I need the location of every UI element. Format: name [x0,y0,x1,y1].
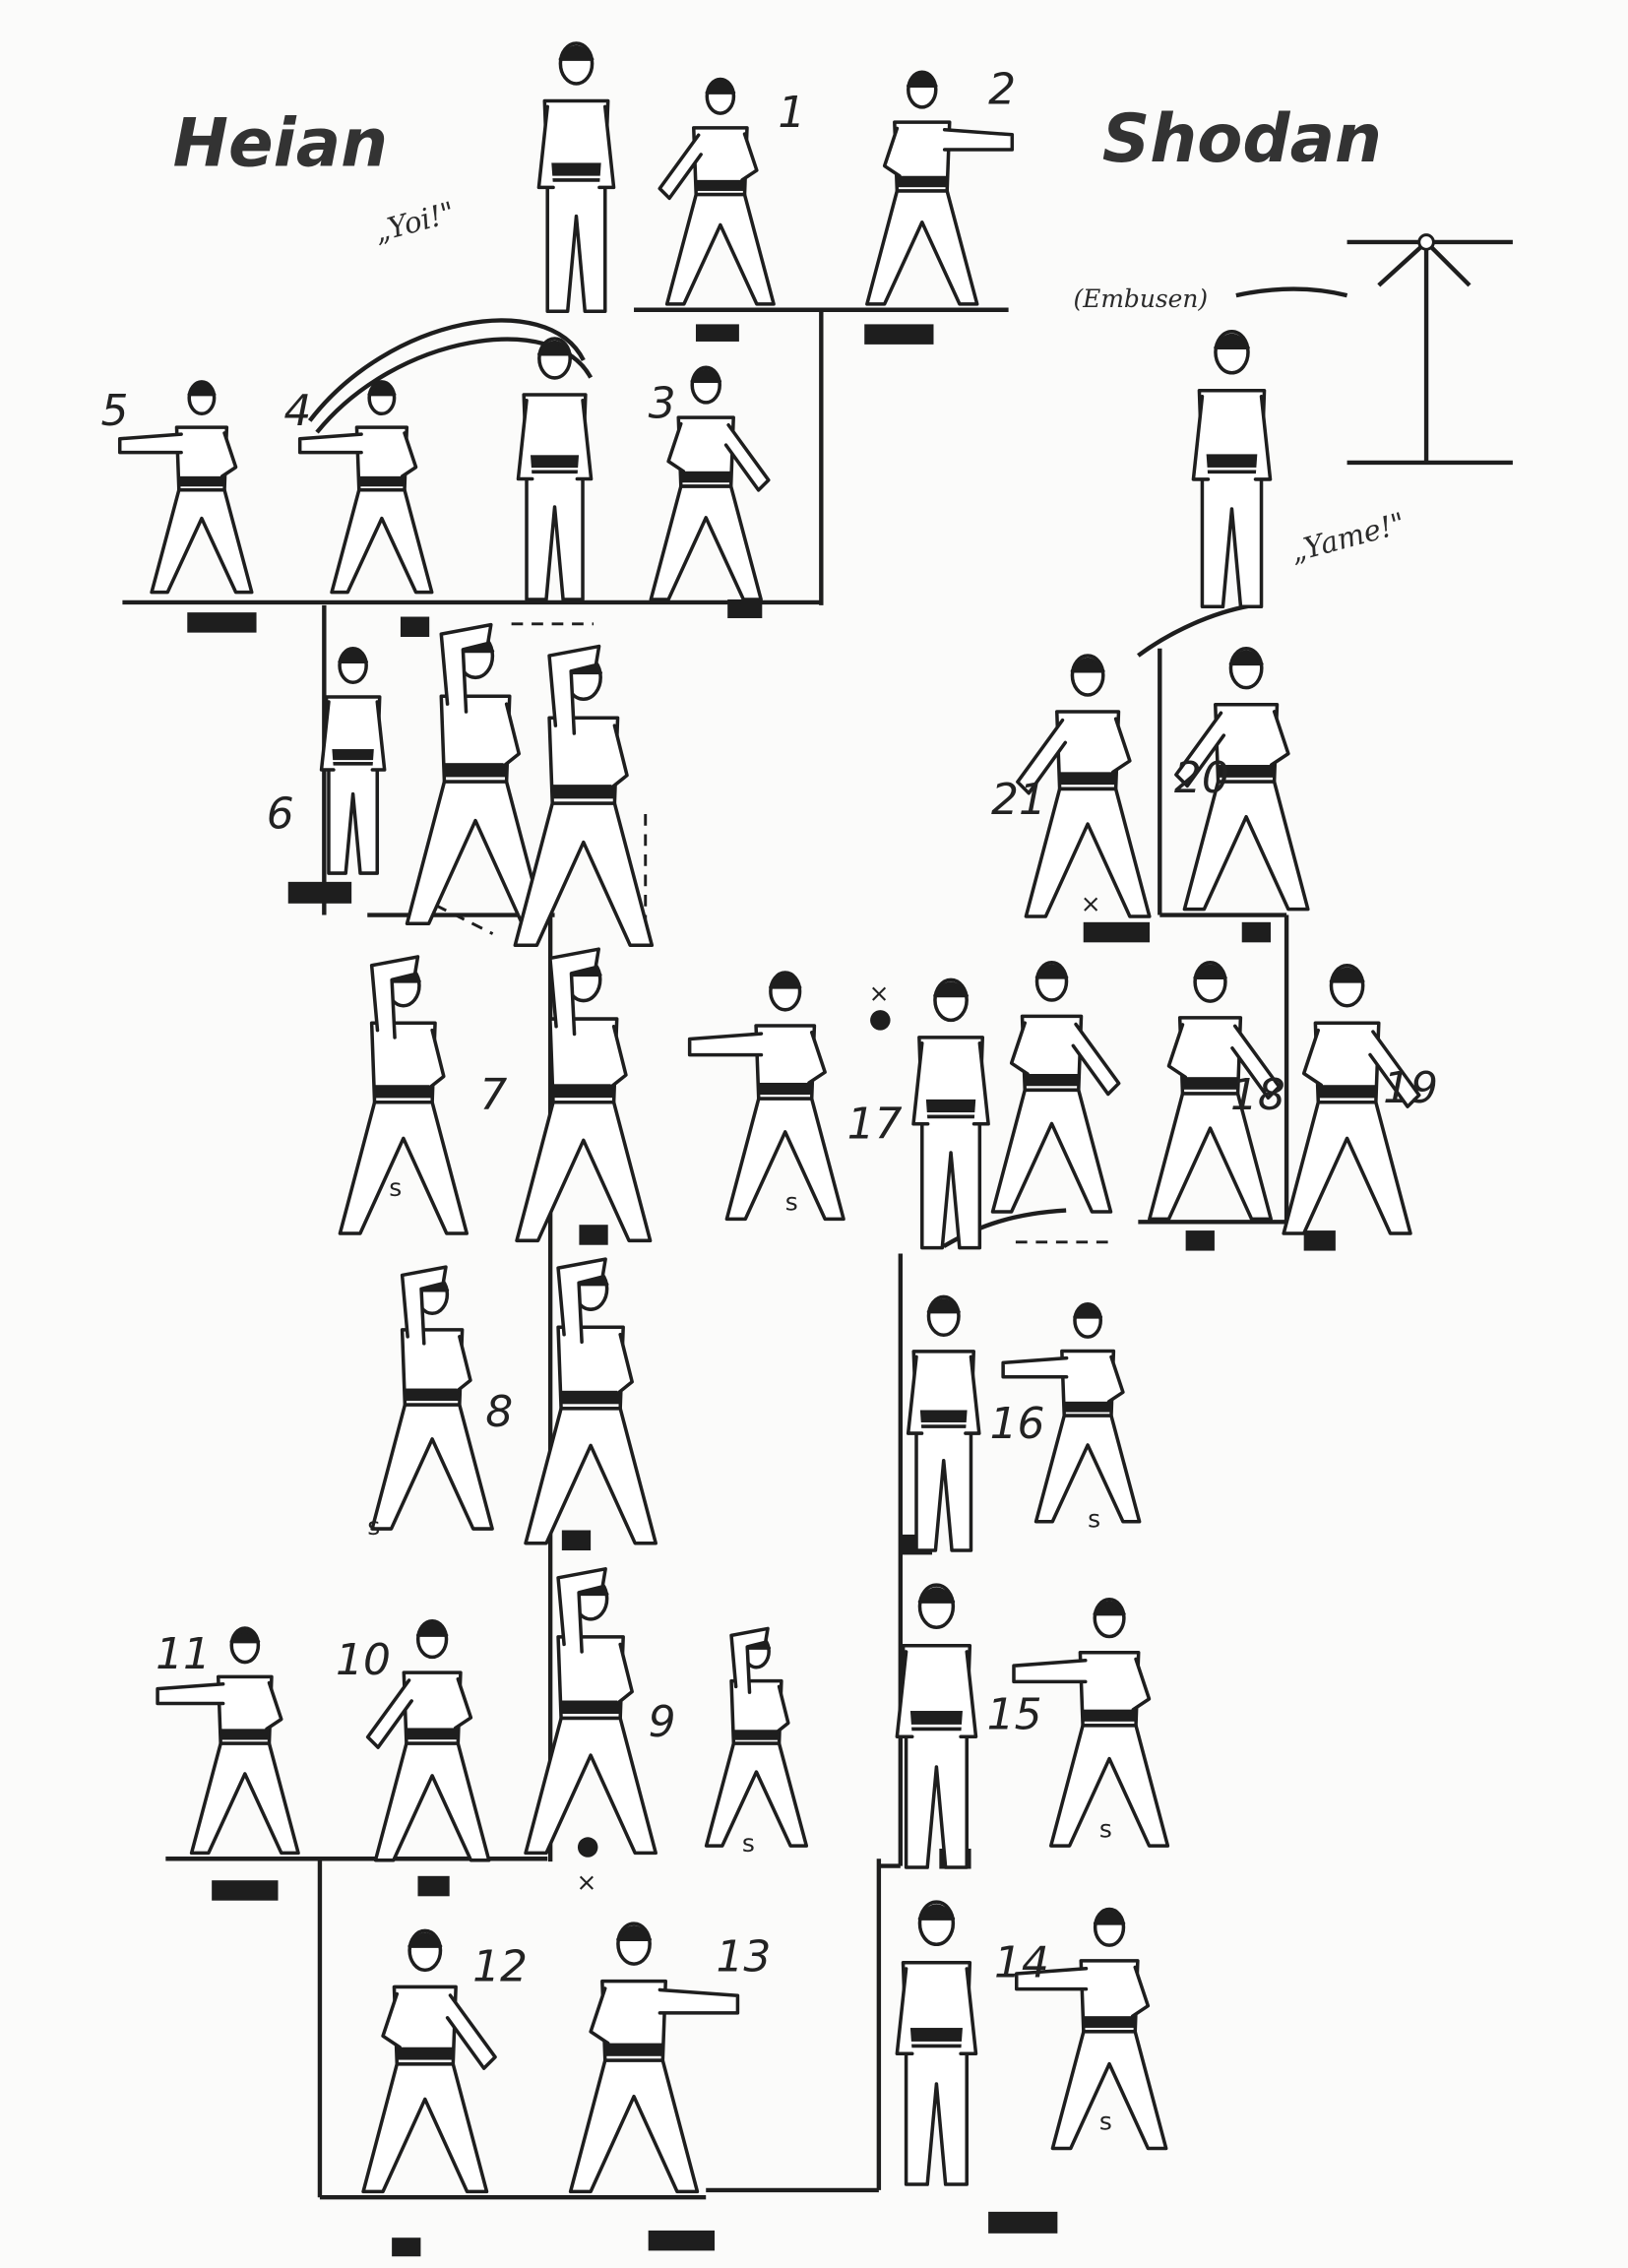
karateka-figure [156,1626,300,1856]
karateka-figure [1148,961,1282,1222]
step-number: 17 [847,1099,903,1149]
karateka-figure [370,1265,494,1531]
foot-position-marker [417,1875,450,1897]
stance-marker: s [785,1188,798,1217]
kiai-marker: × [869,978,890,1007]
step-number: 15 [987,1690,1042,1740]
karateka-figure [895,1583,978,1869]
karateka-figure [405,622,546,926]
foot-position-marker [1083,921,1151,943]
step-number: 12 [472,1942,528,1992]
foot-position-marker [400,616,430,638]
kiai-marker: × [1081,890,1101,918]
foot-position-marker [864,324,934,345]
karateka-figure [536,41,616,313]
karateka-figure [524,1567,657,1856]
foot-position-marker [988,2211,1058,2234]
step-number: 19 [1383,1063,1438,1113]
karateka-figure [1174,646,1310,912]
title-heian: Heian [173,104,388,181]
karateka-figure [687,971,845,1222]
karateka-figure [865,70,1015,306]
karateka-figure [1191,329,1273,609]
step-number: 5 [100,386,128,436]
kiai-dot [577,1837,598,1858]
figures [117,41,1421,2194]
step-number: 1 [778,88,805,138]
foot-position-marker [187,612,257,633]
karateka-figure [297,380,434,595]
stance-marker: s [389,1173,402,1202]
karateka-figure [319,646,387,875]
karateka-figure [657,77,776,306]
step-number: 6 [267,789,294,840]
kiai-dot [870,1010,891,1031]
foot-position-marker [648,2230,716,2251]
stance-marker: s [1088,1505,1100,1534]
turn-arc [942,1208,1067,1249]
karateka-figure [1282,963,1421,1235]
karateka-figure [513,644,655,948]
step-number: 3 [649,379,676,429]
karateka-figure [524,1257,657,1545]
foot-position-marker [727,598,763,618]
step-number: 2 [988,64,1016,114]
karateka-figure [365,1618,491,1862]
foot-position-marker [1303,1230,1336,1251]
karateka-figure [338,955,470,1235]
karateka-figure [990,961,1121,1214]
foot-position-marker [1241,921,1271,943]
foot-position-marker [695,324,739,342]
step-number: 16 [990,1399,1045,1449]
step-number: 10 [336,1635,391,1685]
foot-position-marker [212,1880,279,1901]
dashed-arrow [416,895,494,935]
foot-position-marker [561,1530,592,1551]
karateka-figure [895,1900,978,2186]
karateka-figure [1015,1907,1168,2151]
step-number: 18 [1230,1070,1285,1120]
karateka-figure [117,380,254,595]
step-number: 9 [649,1697,676,1747]
foot-position-marker [1185,1230,1215,1251]
floor-lines [122,307,1336,2257]
karateka-figure [704,1626,809,1848]
yame-command: „Yame!" [1286,506,1409,569]
stance-marker: s [742,1829,755,1858]
foot-position-marker [287,881,352,904]
step-number: 14 [994,1937,1049,1987]
embusen-label: (Embusen) [1073,284,1208,313]
foot-position-marker [392,2237,421,2257]
karateka-figure [516,337,594,601]
embusen-diagram [1235,233,1513,466]
karateka-figure [911,977,990,1250]
karateka-figure [361,1928,497,2194]
karateka-figure [1016,654,1152,918]
kiai-marker: × [576,1867,596,1896]
step-number: 8 [485,1387,513,1437]
step-number: 11 [156,1629,211,1679]
stance-marker: s [367,1512,380,1541]
foot-position-marker [579,1225,608,1245]
karateka-figure [568,1922,740,2194]
step-number: 13 [716,1931,771,1982]
step-number: 7 [479,1070,507,1120]
title-shodan: Shodan [1102,100,1382,177]
step-number: 20 [1174,753,1229,803]
turn-arc [307,318,586,422]
karateka-figure [1001,1301,1142,1524]
stance-marker: s [1099,2107,1112,2135]
karateka-figure [649,365,771,601]
step-number: 4 [283,386,311,436]
karateka-figure [906,1294,981,1552]
stance-marker: s [1099,1814,1112,1843]
turn-arc [1137,602,1254,658]
step-number: 21 [991,775,1046,825]
karateka-figure [1012,1598,1170,1848]
yoi-command: „Yoi!" [371,195,459,248]
karateka-figure [515,947,653,1243]
